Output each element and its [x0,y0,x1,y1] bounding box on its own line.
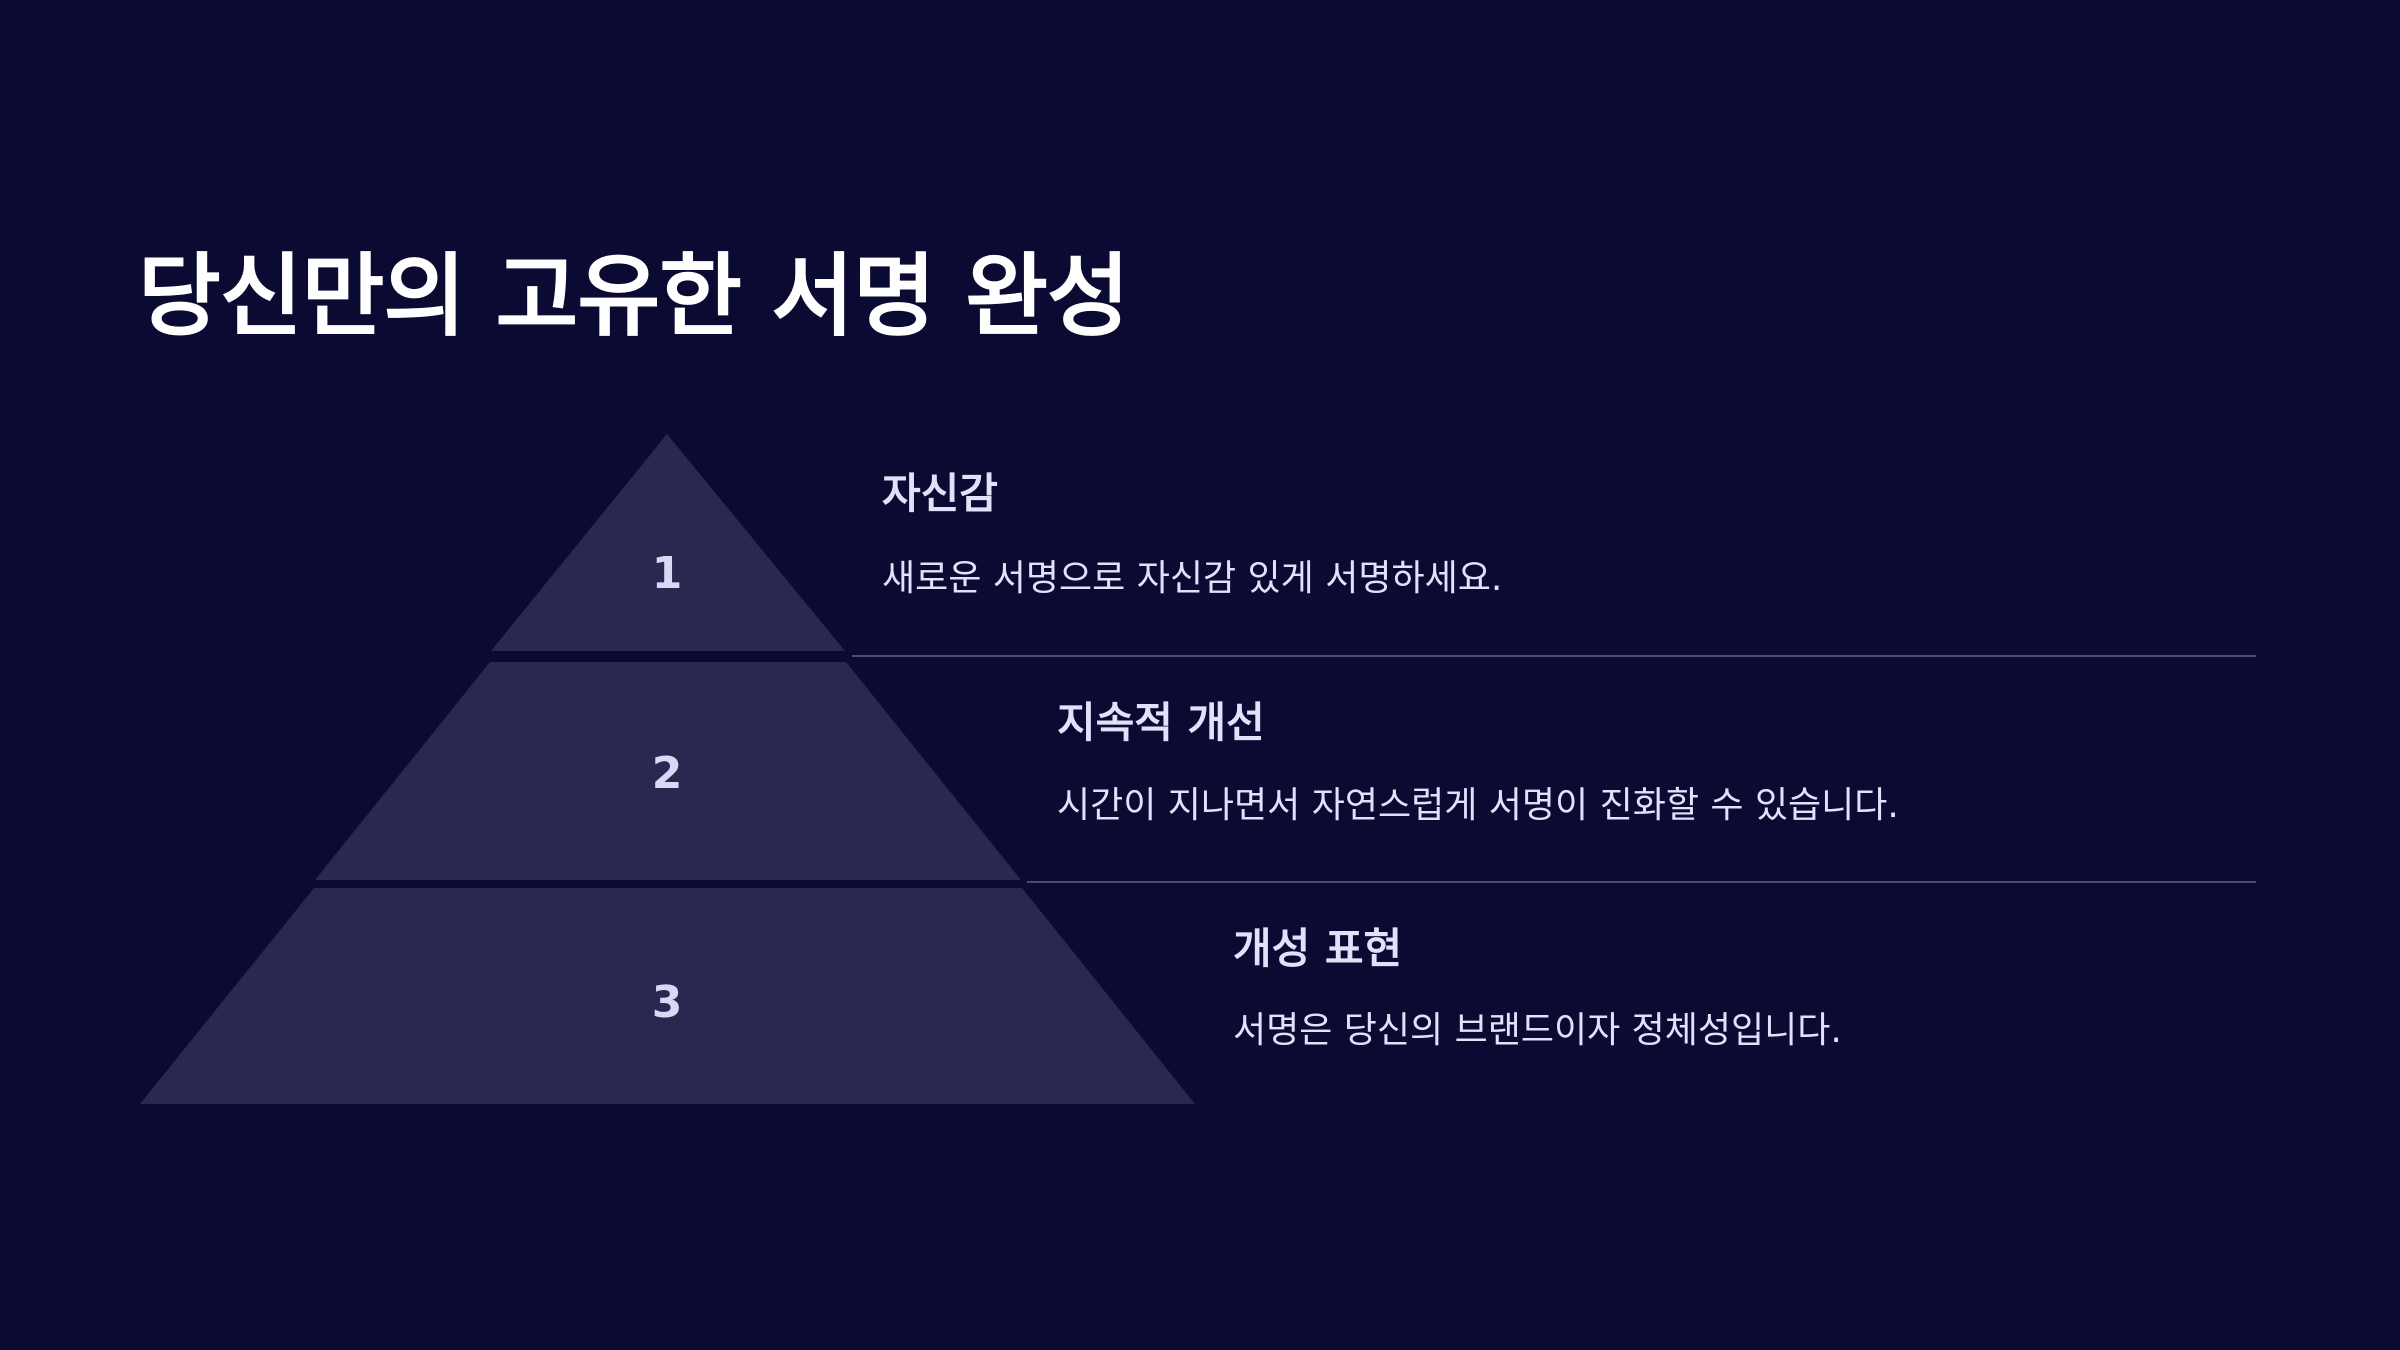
tier-number-3: 3 [651,977,683,1028]
step-title: 개성 표현 [1233,924,1403,973]
pyramid-tier-1 [491,434,845,651]
step-description: 서명은 당신의 브랜드이자 정체성입니다. [1233,1010,1842,1051]
step-description: 시간이 지나면서 자연스럽게 서명이 진화할 수 있습니다. [1057,785,1899,826]
divider [852,655,2256,657]
divider [1027,881,2256,883]
pyramid-tier-2 [315,662,1021,880]
page-title: 당신만의 고유한 서명 완성 [138,244,1130,349]
step-title: 지속적 개선 [1057,698,1265,747]
tier-number-1: 1 [651,548,683,599]
pyramid-tier-3 [140,888,1195,1104]
step-description: 새로운 서명으로 자신감 있게 서명하세요. [882,558,1503,599]
tier-number-2: 2 [651,748,683,799]
step-title: 자신감 [882,469,998,518]
